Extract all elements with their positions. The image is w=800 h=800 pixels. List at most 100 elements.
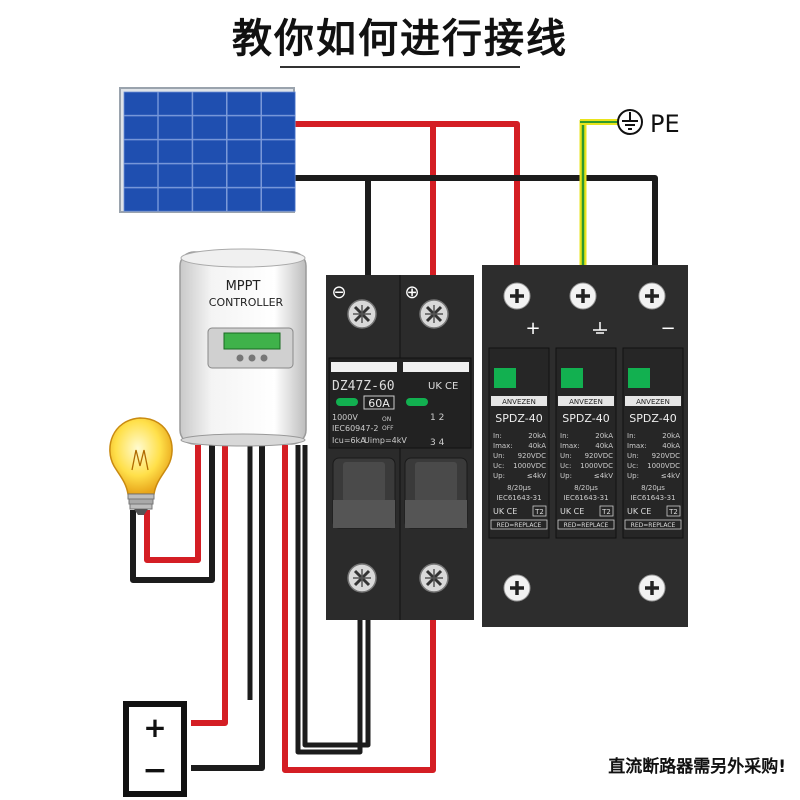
solar-cell [192, 139, 227, 164]
spd-field-value: 40kA [528, 442, 546, 450]
mppt-lcd-screen [223, 332, 281, 350]
spd-waveform: 8/20μs [507, 484, 531, 492]
spd-field-label: Un: [493, 452, 505, 460]
spd-field-label: Uc: [560, 462, 571, 470]
spd-top-pe-screw [568, 281, 598, 311]
spd-top-plus-screw [502, 281, 532, 311]
spd-field-label: Uc: [493, 462, 504, 470]
solar-cell [157, 91, 193, 116]
mppt-label-line2: CONTROLLER [209, 296, 284, 309]
spd-status-indicator [628, 368, 650, 388]
spd-cert-marks: UK CE [627, 507, 651, 516]
wires [130, 119, 658, 773]
solar-cell [157, 115, 193, 140]
spd-class: T2 [668, 508, 678, 516]
spd-brand-plate [491, 396, 547, 406]
spd-waveform: 8/20μs [574, 484, 598, 492]
solar-cell [157, 139, 193, 164]
spd-field-value: ≤4kV [594, 472, 613, 480]
spd-field-value: 40kA [595, 442, 613, 450]
mppt-button-3 [260, 354, 268, 362]
load-negative-wire [130, 445, 215, 583]
solar-cell [123, 163, 158, 188]
spd-field-label: Up: [627, 472, 639, 480]
spd-status-indicator [494, 368, 516, 388]
solar-cell [226, 115, 262, 140]
spd-field-label: In: [493, 432, 502, 440]
spd-plus-label: + [525, 318, 540, 339]
spd-field-value: 20kA [595, 432, 613, 440]
spd-bottom-right-screw [637, 573, 667, 603]
battery-positive-wire [191, 445, 228, 726]
spd-class-box [532, 505, 547, 517]
spd-replace-box [557, 519, 615, 530]
spd-module-3: ANVEZENSPDZ-40In:20kAImax:40kAUn:920VDCU… [622, 347, 684, 539]
spd-bottom-left-screw [502, 573, 532, 603]
spd-field-value: 920VDC [652, 452, 681, 460]
load-positive-wire [144, 445, 201, 563]
breaker-voltage: 1000V [332, 413, 358, 422]
breaker-negative-output-wire [295, 445, 363, 755]
spd-field-label: Un: [560, 452, 572, 460]
spd-field-label: Up: [560, 472, 572, 480]
battery: + − [123, 701, 187, 797]
spd-field-value: 20kA [528, 432, 546, 440]
solar-panel [119, 87, 296, 213]
solar-cell [123, 115, 158, 140]
solar-cell [123, 187, 158, 212]
diagram-title: 教你如何进行接线 [232, 16, 568, 62]
solar-cell [226, 91, 262, 116]
breaker-toggle-left[interactable] [332, 457, 396, 529]
spd-field-label: Up: [493, 472, 505, 480]
battery-negative-wire [191, 445, 265, 771]
solar-cell [123, 91, 158, 116]
breaker-toggle-right[interactable] [404, 457, 468, 529]
spd-brand: ANVEZEN [636, 398, 670, 406]
spd-brand-plate [625, 396, 681, 406]
solar-cell [123, 139, 158, 164]
spd-field-label: In: [627, 432, 636, 440]
mppt-button-2 [248, 354, 256, 362]
spd-cert-marks: UK CE [560, 507, 584, 516]
spd-standard: IEC61643-31 [563, 494, 608, 502]
solar-cell [261, 163, 296, 188]
solar-cell [192, 91, 227, 116]
solar-cell [261, 115, 296, 140]
breaker-top-left-screw [346, 298, 378, 330]
spd-field-value: 1000VDC [647, 462, 680, 470]
breaker-negative-output-wire-2 [302, 445, 371, 748]
spd-field-value: 40kA [662, 442, 680, 450]
solar-cell [261, 187, 296, 212]
spd-standard: IEC61643-31 [630, 494, 675, 502]
spd-cert-marks: UK CE [493, 507, 517, 516]
breaker-plus-icon: ⊕ [404, 282, 419, 303]
spd-ground-icon [593, 322, 607, 334]
breaker-standard: IEC60947-2 [332, 424, 378, 433]
solar-cell [157, 187, 193, 212]
solar-cell [226, 163, 262, 188]
breaker-icu: Icu=6kA [332, 436, 366, 445]
spd-brand: ANVEZEN [502, 398, 536, 406]
spd-top-minus-screw [637, 281, 667, 311]
breaker-model: DZ47Z-60 [332, 379, 395, 394]
solar-cell [192, 163, 227, 188]
spd-field-value: ≤4kV [527, 472, 546, 480]
spd-model: SPDZ-40 [495, 412, 542, 425]
breaker-cert-marks: UK CE [428, 381, 458, 392]
mppt-button-1 [236, 354, 244, 362]
solar-cell [192, 187, 227, 212]
spd-field-label: Imax: [493, 442, 513, 450]
battery-plus-symbol: + [143, 711, 166, 744]
spd-module-2: ANVEZENSPDZ-40In:20kAImax:40kAUn:920VDCU… [555, 347, 617, 539]
spd-field-value: 1000VDC [513, 462, 546, 470]
mppt-label-line1: MPPT [226, 279, 261, 294]
breaker-on-label: ON [382, 416, 391, 423]
breaker-positive-output-wire [282, 445, 436, 773]
spd-replace-label: RED=REPLACE [631, 522, 676, 529]
spd-field-value: 920VDC [518, 452, 547, 460]
footnote-note: 直流断路器需另外采购! [608, 757, 786, 777]
spd-brand: ANVEZEN [569, 398, 603, 406]
breaker-bottom-right-screw [418, 562, 450, 594]
